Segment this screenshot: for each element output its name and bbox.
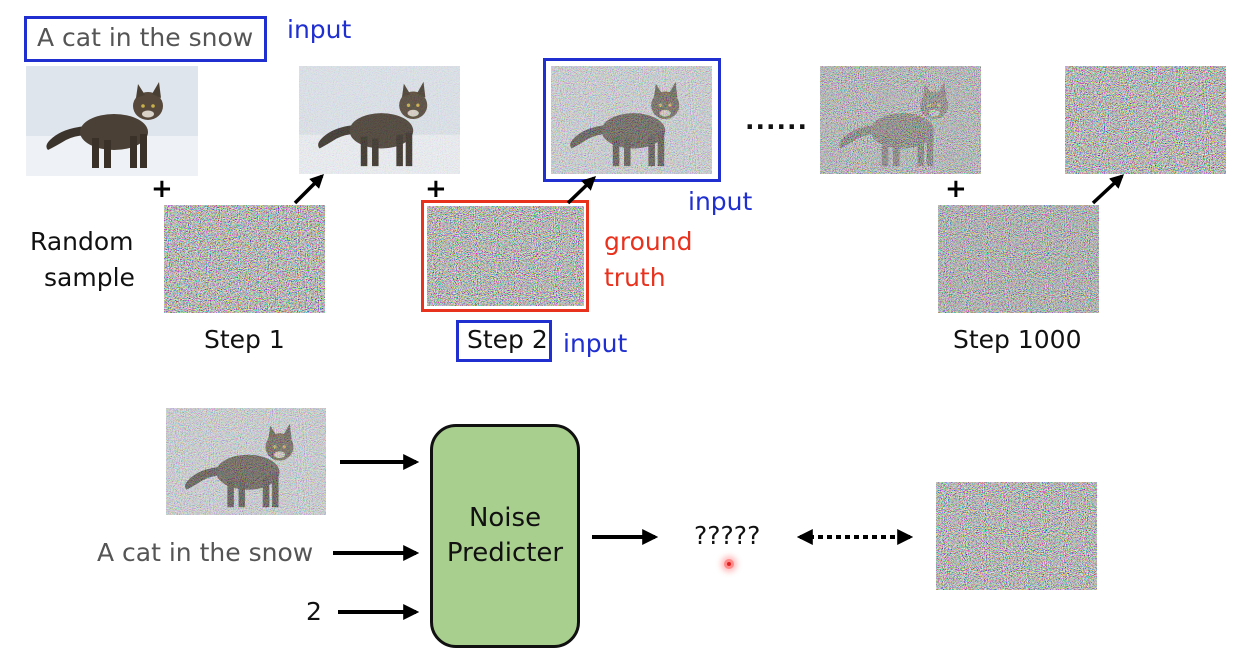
noise-step1-image	[164, 205, 325, 313]
input-label-mid: input	[688, 187, 753, 216]
cat-step2-image	[551, 66, 712, 174]
arrow-step1	[293, 174, 324, 205]
pure-noise-image	[1065, 66, 1226, 174]
prompt-box	[24, 16, 267, 62]
step1-label: Step 1	[204, 325, 285, 354]
input-label-step2: input	[563, 329, 628, 358]
truth-label: truth	[604, 263, 666, 292]
ground-label: ground	[604, 227, 693, 256]
random-label: Random	[30, 227, 134, 256]
arrow-step1000	[1091, 174, 1125, 205]
step2-input-image-box	[543, 58, 721, 182]
plus-sign-2: +	[425, 174, 447, 204]
ground-truth-box	[421, 200, 589, 312]
sample-label: sample	[44, 263, 135, 292]
step1000-label: Step 1000	[953, 325, 1082, 354]
input-label-top: input	[287, 15, 352, 44]
step2-label-box	[456, 320, 552, 362]
predictor-label-line1: Noise	[468, 502, 542, 533]
noisy-cat-input-image	[166, 408, 326, 515]
plus-sign-3: +	[945, 174, 967, 204]
step-input-label: 2	[306, 597, 322, 626]
noise-predictor-block: Noise Predicter	[430, 424, 580, 648]
cursor-pointer	[724, 559, 734, 569]
prompt-text: A cat in the snow	[37, 23, 254, 52]
step2-label: Step 2	[467, 325, 548, 354]
plus-sign-1: +	[151, 174, 173, 204]
clean-cat-image	[26, 66, 198, 176]
cat-step1-image	[299, 66, 460, 174]
cat-late-step-image	[820, 66, 981, 174]
noise-step2-image	[427, 206, 584, 306]
predictor-label-line2: Predicter	[446, 538, 564, 568]
target-noise-image	[936, 482, 1097, 590]
predicted-output-label: ?????	[694, 521, 761, 550]
arrow-step2	[566, 176, 597, 205]
ellipsis: ......	[745, 106, 808, 135]
text-input-label: A cat in the snow	[97, 538, 314, 567]
noise-step1000-image	[938, 205, 1099, 313]
